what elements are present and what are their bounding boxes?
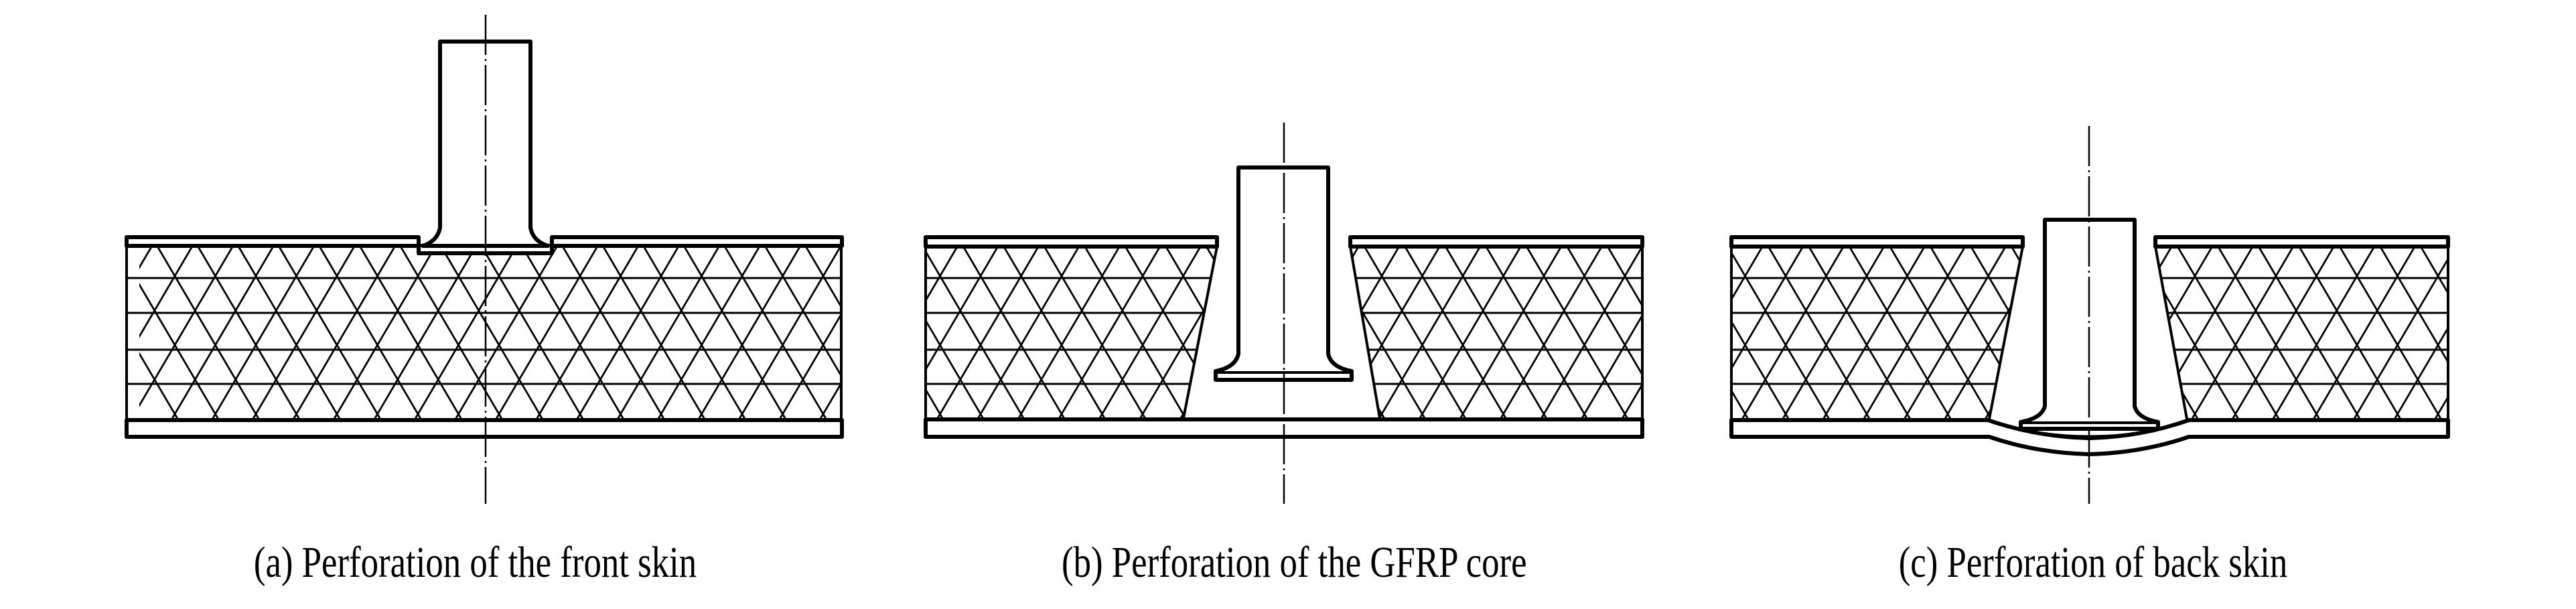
core-a: [125, 246, 843, 419]
panel-a: [125, 15, 844, 504]
front-skin-a: [125, 235, 844, 255]
caption-b: (b) Perforation of the GFRP core: [1062, 538, 1527, 587]
caption-a: (a) Perforation of the front skin: [253, 538, 697, 587]
core-c-left: [1730, 246, 2024, 419]
caption-c: (c) Perforation of back skin: [1898, 538, 2288, 587]
core-c-right: [2154, 246, 2449, 419]
core-b-right: [1349, 246, 1644, 419]
panel-c: [1729, 126, 2450, 504]
front-skin-c-left: [1729, 235, 2025, 249]
front-skin-b-right: [1348, 235, 1644, 249]
front-skin-b-left: [924, 235, 1219, 249]
front-skin-c-right: [2153, 235, 2450, 249]
back-skin-a: [125, 418, 844, 439]
projectile-c: [2019, 218, 2160, 431]
core-b-left: [924, 246, 1218, 419]
panel-b: [924, 123, 1644, 504]
